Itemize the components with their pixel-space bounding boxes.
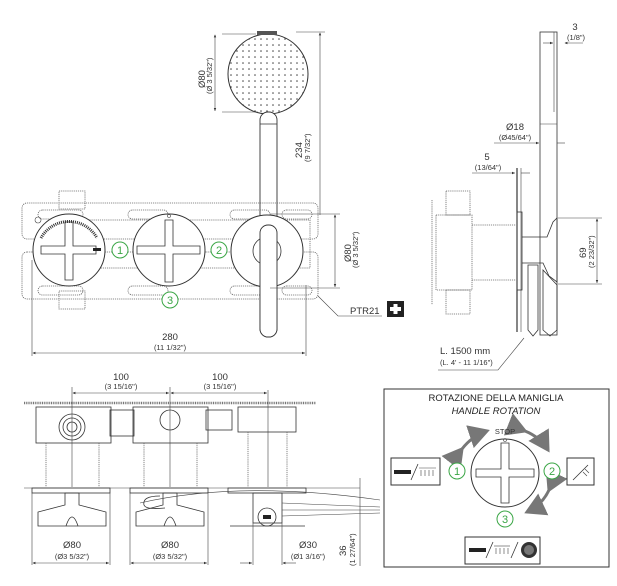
holder-diameter-label: Ø80	[343, 244, 354, 262]
showerhead-length-label: 234	[294, 142, 305, 158]
plate-thickness-in-label: (13/64")	[475, 163, 502, 172]
handle-rotation-panel	[383, 388, 610, 568]
stop-label: STOP	[495, 427, 515, 436]
svg-text:3: 3	[502, 514, 508, 526]
spacing-1-in-label: (3 15/16")	[105, 382, 138, 391]
hose-length-in-label: (L. 4' - 11 1/16")	[440, 358, 493, 367]
thermostatic-knob	[32, 213, 106, 287]
knob1-diameter-in-label: (Ø3 5/32")	[55, 552, 90, 561]
bracket-height-in-label: (2 23/32")	[587, 235, 596, 268]
svg-text:1: 1	[117, 245, 123, 257]
spacing-2-label: 100	[212, 372, 228, 383]
knob1-diameter-label: Ø80	[63, 540, 81, 551]
knob2-diameter-in-label: (Ø3 5/32")	[153, 552, 188, 561]
front-position-2: 2	[210, 241, 228, 259]
depth-in-label: (1 27/64")	[348, 533, 357, 566]
showerhead-diameter-in-label: (Ø 3 5/32")	[205, 57, 214, 94]
bathtub-handshower-showerhead-icon	[464, 536, 541, 565]
showerhead-face	[227, 33, 309, 115]
front-position-1: 1	[111, 241, 129, 259]
rotation-position-2: 2	[543, 462, 561, 480]
total-width-in-label: (11 1/32")	[154, 343, 187, 352]
svg-text:1: 1	[454, 466, 460, 478]
thickness-in-label: (1/8")	[567, 33, 586, 42]
outlet-diameter-label: Ø30	[299, 540, 317, 551]
side-view	[431, 31, 602, 371]
knob2-diameter-label: Ø80	[161, 540, 179, 551]
handle-diameter-in-label: (Ø45/64")	[499, 133, 532, 142]
rotation-title: ROTAZIONE DELLA MANIGLIA	[429, 393, 565, 404]
spacing-1-label: 100	[113, 372, 129, 383]
svg-text:3: 3	[167, 295, 173, 307]
showerhead-length-in-label: (9 7/32")	[303, 133, 312, 162]
depth-label: 36	[338, 545, 349, 556]
front-position-3: 3	[161, 291, 179, 309]
plate-thickness-label: 5	[484, 152, 489, 163]
plus-icon[interactable]	[387, 301, 404, 317]
handshower-icon	[566, 457, 595, 486]
bracket-height-label: 69	[578, 247, 589, 258]
svg-text:2: 2	[549, 466, 555, 478]
front-view	[21, 190, 382, 356]
spacing-2-in-label: (3 15/16")	[204, 382, 237, 391]
part-code-label: PTR21	[350, 306, 380, 317]
outlet-diameter-in-label: (Ø1 3/16")	[291, 552, 326, 561]
thickness-label: 3	[572, 22, 577, 33]
bottom-view	[24, 387, 381, 566]
svg-text:2: 2	[216, 245, 222, 257]
rotation-subtitle: HANDLE ROTATION	[452, 406, 541, 417]
bathtub-handshower-icon	[390, 457, 441, 486]
hose-length-label: L. 1500 mm	[440, 346, 490, 357]
showerhead-diameter-label: Ø80	[197, 70, 208, 88]
rotation-position-1: 1	[448, 462, 466, 480]
total-width-label: 280	[162, 332, 178, 343]
diverter-knob	[132, 213, 206, 287]
handle-diameter-label: Ø18	[506, 122, 524, 133]
rotation-position-3: 3	[496, 510, 514, 528]
holder-diameter-in-label: (Ø 3 5/32")	[351, 231, 360, 268]
